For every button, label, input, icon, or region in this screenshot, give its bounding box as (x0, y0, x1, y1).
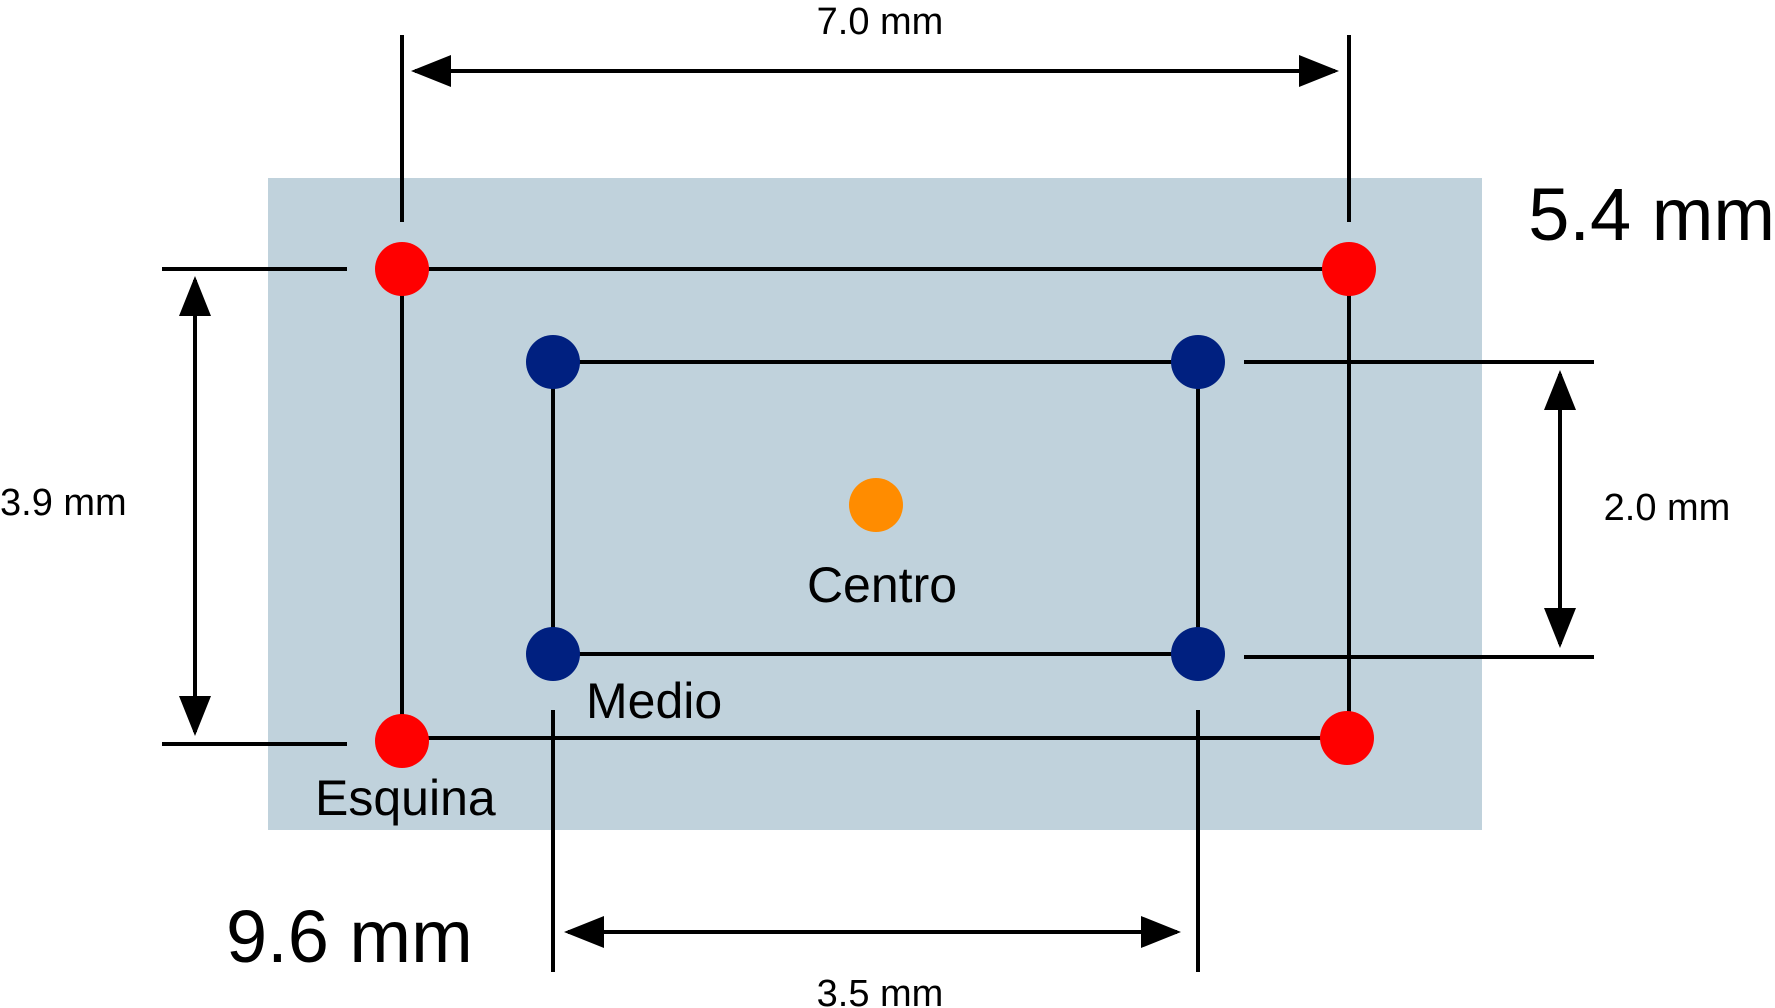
middle-label: Medio (586, 673, 722, 729)
corner-point-bottom-left (375, 714, 429, 768)
corner-point-top-left (375, 242, 429, 296)
left-span-label: 3.9 mm (0, 482, 127, 524)
corner-label: Esquina (315, 770, 496, 826)
corner-point-bottom-right (1320, 711, 1374, 765)
middle-point-top-right (1171, 335, 1225, 389)
corner-point-top-right (1322, 242, 1376, 296)
top-span-label: 7.0 mm (817, 1, 944, 43)
corner-rectangle (400, 267, 1351, 740)
board-height-label: 5.4 mm (1528, 173, 1775, 256)
right-span-label: 2.0 mm (1604, 487, 1731, 529)
middle-point-top-left (526, 335, 580, 389)
middle-rectangle (551, 360, 1200, 656)
middle-point-bottom-right (1171, 627, 1225, 681)
middle-point-bottom-left (526, 627, 580, 681)
bottom-span-label: 3.5 mm (817, 973, 944, 1008)
center-point (849, 478, 903, 532)
center-label: Centro (807, 557, 957, 613)
board-width-label: 9.6 mm (226, 895, 473, 978)
